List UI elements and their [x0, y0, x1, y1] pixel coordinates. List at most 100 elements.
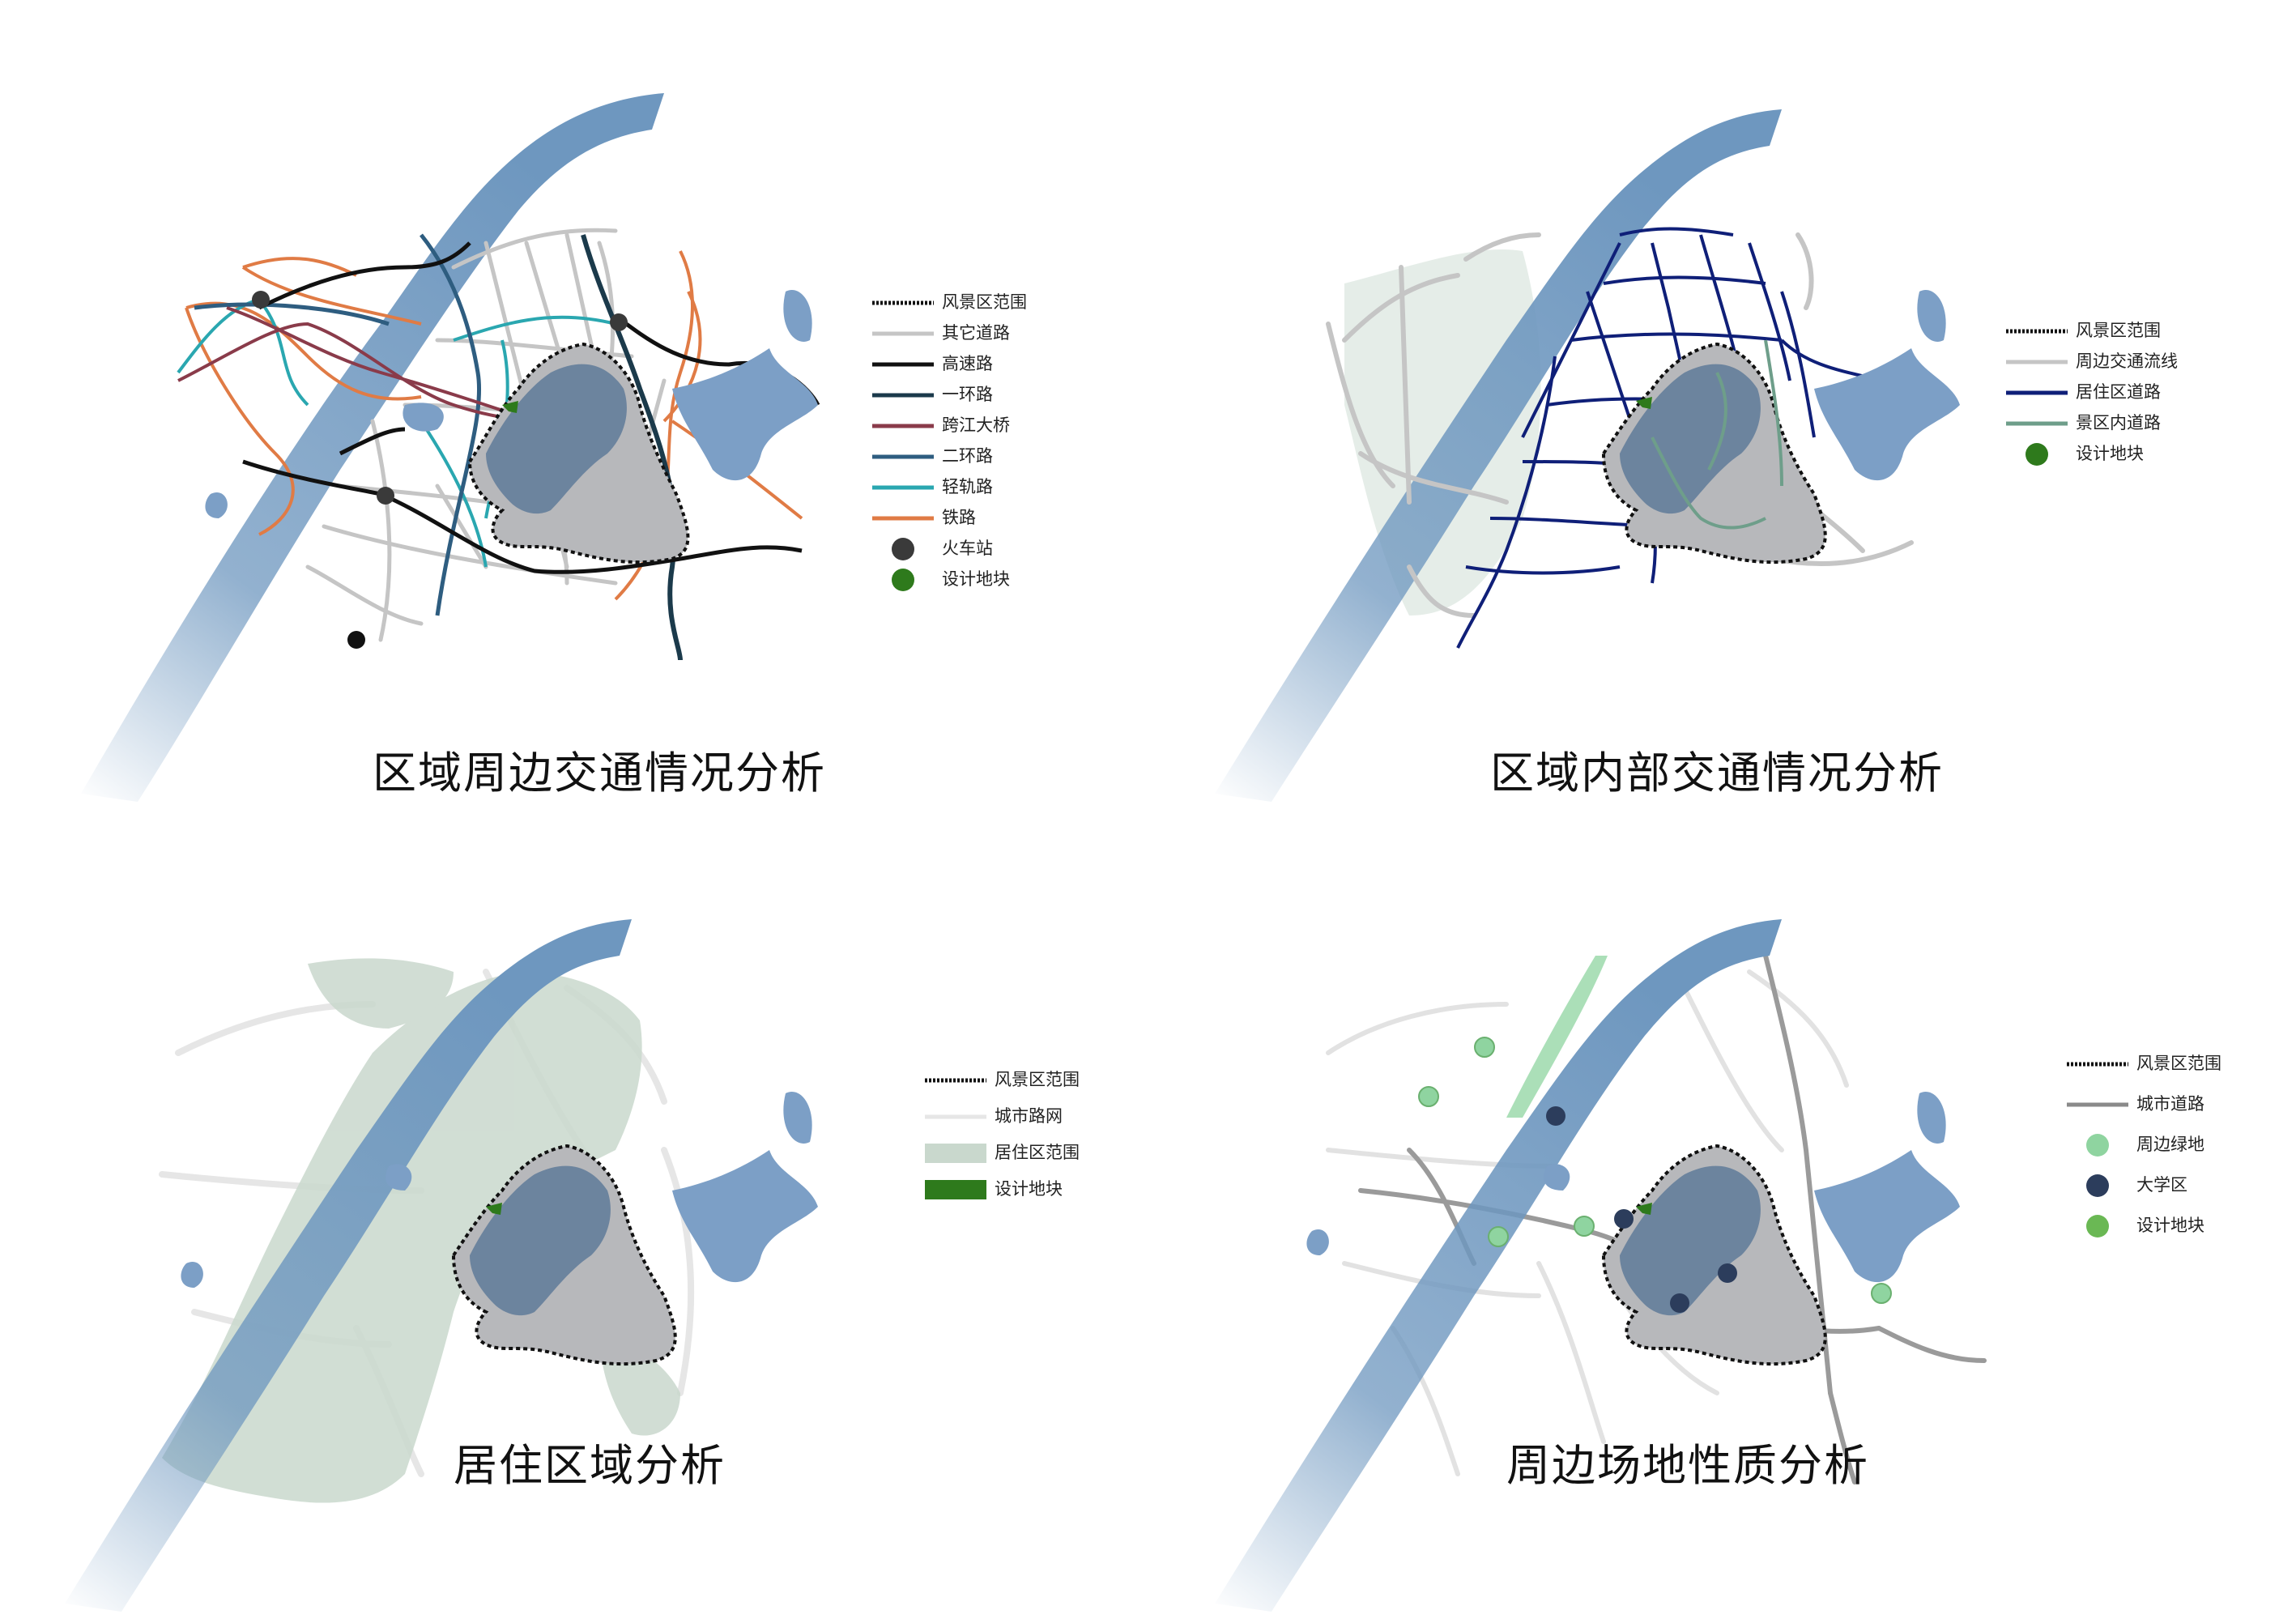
legend-swatch [2067, 1062, 2128, 1067]
title-internal-traffic: 区域内部交通情况分析 [1490, 748, 1944, 799]
legend-item: 风景区范围 [923, 1069, 1118, 1093]
legend-label: 其它道路 [942, 323, 1010, 343]
legend-surrounding-traffic: 风景区范围其它道路高速路一环路跨江大桥二环路轻轨路铁路火车站设计地块 [871, 292, 1065, 591]
legend-item: 风景区范围 [871, 292, 1065, 316]
legend-swatch [872, 393, 934, 398]
legend-swatch [872, 485, 934, 490]
legend-item: 风景区范围 [2004, 320, 2199, 344]
legend-label: 风景区范围 [2076, 321, 2161, 340]
legend-label: 轻轨路 [942, 477, 993, 496]
legend-item: 二环路 [871, 445, 1065, 470]
legend-item: 城市道路 [2065, 1093, 2260, 1118]
legend-swatch [925, 1078, 986, 1083]
river [81, 93, 664, 802]
map-internal-traffic [1215, 109, 1960, 802]
lakes [205, 290, 818, 518]
scenic-core [486, 364, 627, 514]
city-roads-light [1326, 969, 1849, 1476]
legend-item: 周边交通流线 [2004, 351, 2199, 375]
legend-label: 设计地块 [2076, 444, 2144, 463]
legend-label: 周边交通流线 [2076, 351, 2178, 371]
panel-residential: 风景区范围城市路网居住区范围设计地块 居住区域分析 [0, 810, 1150, 1623]
legend-label: 跨江大桥 [942, 415, 1010, 435]
design-plot [502, 401, 518, 413]
legend-swatch [872, 300, 934, 305]
legend-label: 设计地块 [942, 569, 1010, 589]
legend-label: 一环路 [942, 385, 993, 404]
legend-item: 轻轨路 [871, 476, 1065, 501]
university-points [1546, 1106, 1737, 1313]
legend-label: 城市道路 [2136, 1094, 2204, 1114]
river [65, 919, 632, 1612]
legend-swatch [2006, 421, 2068, 426]
legend-swatch [872, 454, 934, 459]
legend-label: 景区内道路 [2076, 413, 2161, 432]
legend-item: 其它道路 [871, 322, 1065, 347]
legend-label: 城市路网 [995, 1106, 1063, 1126]
legend-label: 风景区范围 [942, 292, 1027, 312]
design-plot [1636, 1203, 1652, 1215]
legend-swatch [2067, 1102, 2128, 1107]
title-site-nature: 周边场地性质分析 [1506, 1440, 1869, 1491]
legend-item: 设计地块 [871, 569, 1065, 593]
legend-swatch [892, 569, 914, 591]
legend-swatch [2006, 360, 2068, 364]
legend-item: 设计地块 [923, 1178, 1118, 1203]
legend-label: 设计地块 [2136, 1216, 2204, 1235]
legend-swatch [892, 538, 914, 560]
title-surrounding-traffic: 区域周边交通情况分析 [373, 748, 826, 799]
legend-label: 风景区范围 [2136, 1054, 2221, 1073]
legend-swatch [2086, 1215, 2109, 1237]
panel-internal-traffic: 风景区范围周边交通流线居住区道路景区内道路设计地块 区域内部交通情况分析 [1166, 0, 2296, 810]
legend-label: 二环路 [942, 446, 993, 466]
legend-item: 高速路 [871, 353, 1065, 377]
legend-label: 设计地块 [995, 1179, 1063, 1199]
legend-swatch [925, 1144, 986, 1163]
legend-item: 景区内道路 [2004, 412, 2199, 437]
legend-item: 居住区范围 [923, 1142, 1118, 1166]
map-site-nature [1215, 919, 1987, 1612]
lakes [1306, 1092, 1960, 1283]
legend-item: 火车站 [871, 538, 1065, 562]
scenic-core [470, 1165, 611, 1316]
legend-swatch [2026, 443, 2048, 466]
legend-item: 周边绿地 [2065, 1134, 2260, 1158]
design-plot [1636, 397, 1652, 409]
legend-label: 居住区范围 [995, 1143, 1080, 1162]
legend-site-nature: 风景区范围城市道路周边绿地大学区设计地块 [2065, 1053, 2260, 1247]
legend-item: 设计地块 [2065, 1215, 2260, 1239]
legend-swatch [872, 362, 934, 367]
river [1215, 919, 1782, 1612]
legend-swatch [2086, 1134, 2109, 1157]
panel-surrounding-traffic: 风景区范围其它道路高速路一环路跨江大桥二环路轻轨路铁路火车站设计地块 区域周边交… [0, 0, 1150, 810]
legend-label: 居住区道路 [2076, 382, 2161, 402]
legend-internal-traffic: 风景区范围周边交通流线居住区道路景区内道路设计地块 [2004, 320, 2199, 498]
legend-item: 城市路网 [923, 1105, 1118, 1130]
ring2-road [194, 233, 482, 616]
legend-swatch [872, 516, 934, 521]
train-stations [252, 291, 628, 649]
legend-item: 铁路 [871, 507, 1065, 531]
lakes [1814, 290, 1960, 481]
scenic-core [1620, 1165, 1761, 1316]
legend-swatch [925, 1180, 986, 1199]
legend-swatch [872, 331, 934, 336]
legend-swatch [2006, 390, 2068, 395]
legend-item: 风景区范围 [2065, 1053, 2260, 1077]
legend-swatch [925, 1114, 986, 1119]
ring1-road [581, 234, 683, 661]
legend-label: 铁路 [942, 508, 976, 527]
river [1215, 109, 1782, 802]
lakes [181, 1092, 818, 1288]
legend-label: 风景区范围 [995, 1070, 1080, 1089]
legend-label: 高速路 [942, 354, 993, 373]
legend-residential: 风景区范围城市路网居住区范围设计地块 [923, 1069, 1118, 1231]
legend-swatch [2086, 1174, 2109, 1197]
scenic-roads [1651, 339, 1783, 530]
green-land-points [1418, 1037, 1892, 1304]
legend-item: 一环路 [871, 384, 1065, 408]
legend-label: 大学区 [2136, 1175, 2187, 1195]
title-residential: 居住区域分析 [454, 1440, 726, 1491]
legend-item: 居住区道路 [2004, 381, 2199, 406]
map-residential [65, 919, 818, 1612]
